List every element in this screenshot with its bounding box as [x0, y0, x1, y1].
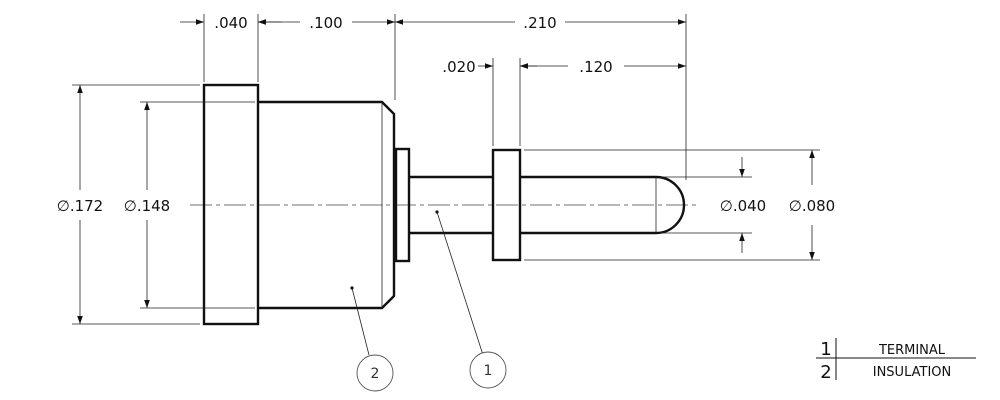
dim-body-length-label: .100	[309, 14, 342, 32]
dim-pin-diameter-label: ∅.040	[720, 197, 766, 215]
dim-flange-diameter: ∅.172	[57, 85, 103, 324]
dim-flange-length-label: .040	[214, 14, 247, 32]
terminal-collar	[491, 148, 522, 262]
dim-body-diameter: ∅.148	[124, 102, 170, 308]
dim-collar-length: .020	[442, 58, 537, 76]
terminal-pin	[520, 175, 686, 235]
dim-pin-diameter: ∅.040	[720, 157, 766, 253]
bom-item-1-number: 1	[820, 339, 831, 360]
insulation-part	[202, 83, 396, 326]
insulation-body	[258, 100, 396, 310]
balloon-terminal-number: 1	[484, 363, 493, 379]
bom-item-1-description: TERMINAL	[878, 343, 946, 358]
bom-item-2-description: INSULATION	[873, 365, 951, 380]
balloon-insulation-number: 2	[371, 366, 380, 382]
terminal-shank	[409, 175, 493, 235]
dim-collar-length-label: .020	[442, 58, 475, 76]
terminal-part	[394, 147, 686, 263]
balloon-terminal: 1	[436, 211, 507, 389]
insulation-flange	[202, 83, 260, 326]
bill-of-materials: 1 TERMINAL 2 INSULATION	[816, 338, 976, 383]
dim-collar-diameter: ∅.080	[789, 150, 835, 260]
dim-collar-diameter-label: ∅.080	[789, 197, 835, 215]
terminal-back-disc	[394, 147, 411, 263]
extension-lines	[72, 14, 820, 325]
dim-terminal-length-label: .210	[523, 14, 556, 32]
dim-pin-length-label: .120	[579, 58, 612, 76]
dim-flange-length: .040	[180, 14, 282, 32]
bom-item-2-number: 2	[820, 362, 831, 383]
dim-flange-diameter-label: ∅.172	[57, 197, 103, 215]
dim-terminal-length: .210	[395, 14, 686, 32]
balloon-insulation: 2	[351, 287, 394, 392]
dim-body-length: .100	[258, 14, 395, 32]
dim-body-diameter-label: ∅.148	[124, 197, 170, 215]
dim-pin-length: .120	[520, 58, 686, 76]
